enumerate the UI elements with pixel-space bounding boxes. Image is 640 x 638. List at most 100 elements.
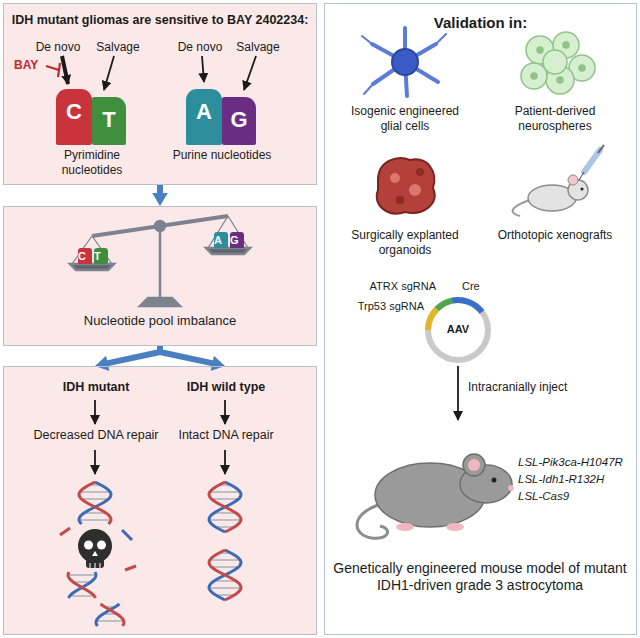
flow-arrow bbox=[95, 346, 225, 371]
panel-text: Intact DNA repair bbox=[151, 427, 301, 443]
organoid-icon bbox=[377, 158, 435, 213]
dna-rung bbox=[68, 574, 96, 576]
dna-rung bbox=[70, 595, 95, 597]
inhibition-mark bbox=[46, 63, 60, 77]
dna-rung bbox=[211, 498, 238, 500]
nucleotide-letter: A bbox=[186, 99, 222, 125]
balance-scale bbox=[70, 216, 250, 306]
bottom-panel: IDH mutantDecreased DNA repairIDH wild t… bbox=[3, 366, 317, 635]
glial-cell-icon-part bbox=[364, 84, 373, 94]
mini-nucleotide-label: G bbox=[230, 232, 244, 248]
balance-scale-part bbox=[72, 236, 92, 264]
xenograft-mouse-icon-part bbox=[513, 200, 530, 216]
skull-icon bbox=[78, 529, 112, 568]
skull-icon-part bbox=[97, 541, 106, 550]
text-label: Pyrimidine nucleotides bbox=[42, 148, 142, 178]
dna-strand bbox=[209, 482, 241, 532]
organoid-icon-part bbox=[390, 173, 400, 183]
dna-strand bbox=[68, 572, 96, 598]
neurosphere-icon-part bbox=[531, 73, 537, 79]
flow-arrow bbox=[152, 185, 168, 206]
balance-scale-part bbox=[92, 216, 228, 236]
balance-scale-part bbox=[70, 264, 114, 270]
mouse-model-icon bbox=[357, 454, 514, 538]
glial-cell-icon-part bbox=[436, 34, 446, 44]
mini-nucleotide-label: C bbox=[78, 248, 92, 264]
dna-strand bbox=[209, 550, 241, 600]
panel-fill-part bbox=[324, 3, 637, 635]
text-label: Orthotopic xenografts bbox=[489, 228, 621, 243]
dna-rung bbox=[209, 519, 241, 521]
inhibition-mark-part bbox=[58, 63, 60, 77]
neurosphere-icon-part bbox=[521, 63, 547, 89]
xenograft-mouse-icon bbox=[513, 145, 604, 216]
neurosphere-icon-part bbox=[563, 42, 569, 48]
dna-rung bbox=[211, 566, 238, 568]
dna-strand bbox=[68, 572, 96, 598]
balance-scale-part bbox=[140, 298, 180, 306]
panel-heading: Validation in: bbox=[325, 14, 636, 32]
mouse-model-icon-part bbox=[446, 523, 464, 531]
skull-icon-part bbox=[84, 541, 93, 550]
mouse-model-icon-part bbox=[508, 485, 514, 491]
synthesis-arrow-part bbox=[244, 56, 256, 90]
xenograft-mouse-icon-part bbox=[581, 188, 584, 191]
text-label: Intracranially inject bbox=[468, 380, 568, 395]
dna-rung bbox=[96, 620, 124, 622]
xenograft-mouse-icon-part bbox=[584, 150, 600, 172]
skull-icon-part bbox=[92, 551, 98, 556]
broken-dna bbox=[60, 482, 136, 626]
nucleotide-letter: T bbox=[92, 107, 126, 133]
mini-nucleotide-label: A bbox=[214, 232, 228, 248]
flow-arrow-shaft bbox=[106, 346, 160, 364]
outcome-arrow-part bbox=[224, 450, 226, 474]
dna-rung bbox=[81, 498, 108, 500]
panel-text: IDH wild type bbox=[156, 379, 296, 395]
dna-strand bbox=[79, 482, 111, 524]
text-label: LSL-Idh1-R132H bbox=[518, 472, 636, 486]
injection-arrow-part bbox=[457, 366, 459, 420]
skull-icon-part bbox=[90, 563, 91, 568]
balance-scale-part bbox=[206, 248, 250, 254]
mouse-model-icon-part bbox=[396, 523, 414, 531]
nucleotide-block: T bbox=[92, 97, 126, 145]
xenograft-mouse-icon-part bbox=[579, 172, 584, 180]
neurosphere-icon-part bbox=[579, 65, 585, 71]
neurosphere-icon bbox=[521, 32, 595, 94]
injection-arrow bbox=[458, 366, 459, 420]
synthesis-arrow-part bbox=[202, 56, 204, 82]
mini-nucleotide-label: T bbox=[94, 248, 108, 264]
panel-fill-part bbox=[3, 206, 317, 346]
mouse-model-icon-part bbox=[463, 454, 485, 476]
text-label: Trp53 sgRNA bbox=[334, 300, 424, 313]
dna-rung bbox=[210, 491, 240, 493]
panel-fill-part bbox=[3, 3, 317, 185]
neurosphere-icon-part bbox=[557, 77, 563, 83]
text-label: Patient-derived neurospheres bbox=[489, 104, 621, 134]
dna-rung bbox=[210, 559, 240, 561]
synthesis-arrow bbox=[62, 56, 256, 90]
xenograft-mouse-icon-part bbox=[568, 175, 578, 185]
balance-scale-part bbox=[155, 221, 165, 231]
balance-scale-part bbox=[92, 236, 112, 264]
outcome-arrow-part bbox=[224, 400, 226, 424]
neurosphere-icon-part bbox=[537, 47, 543, 53]
organoid-icon-part bbox=[396, 196, 404, 204]
text-label: BAY bbox=[14, 58, 48, 73]
nucleotide-block: A bbox=[186, 89, 222, 145]
outcome-arrow-part bbox=[94, 400, 96, 424]
aav-plasmid-part bbox=[437, 301, 452, 309]
dna-strand bbox=[209, 550, 241, 600]
panel-text: Decreased DNA repair bbox=[21, 427, 171, 443]
text-label: LSL-Cas9 bbox=[518, 489, 636, 503]
neurosphere-icon-part bbox=[543, 50, 567, 74]
dna-fragment bbox=[125, 566, 136, 570]
mouse-model-icon-part bbox=[468, 459, 480, 471]
skull-icon-part bbox=[86, 556, 104, 568]
flow-arrow-shaft bbox=[160, 346, 214, 364]
panel-heading: IDH mutant gliomas are sensitive to BAY … bbox=[4, 13, 316, 29]
organoid-icon-part bbox=[409, 184, 421, 196]
balance-scale-part bbox=[159, 226, 162, 300]
mouse-model-icon-part bbox=[492, 478, 497, 483]
